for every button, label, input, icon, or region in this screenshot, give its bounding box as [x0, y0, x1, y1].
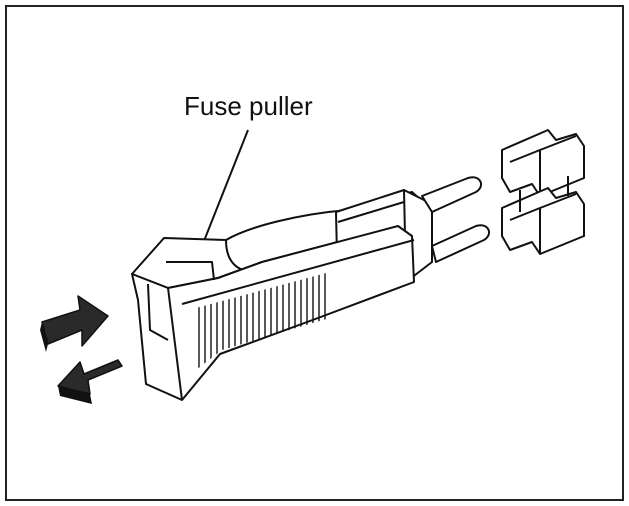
fuse-puller-icon: [131, 176, 491, 401]
fuse-icon: [501, 129, 585, 255]
arrow-right-icon: [40, 295, 109, 352]
fuse-puller-label: Fuse puller: [184, 91, 313, 121]
arrow-left-icon: [57, 359, 123, 404]
